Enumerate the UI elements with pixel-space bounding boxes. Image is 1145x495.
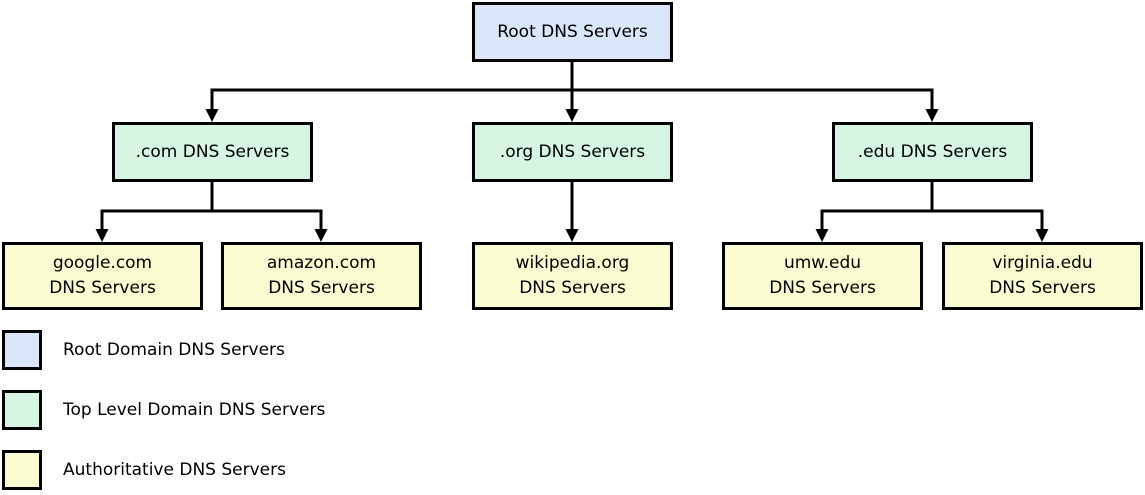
arrowhead-to-wikipedia <box>565 229 579 242</box>
connectors-com-to-authoritative <box>95 181 328 242</box>
arrowhead-to-com <box>205 109 219 122</box>
legend-row-root-domain: Root Domain DNS Servers <box>2 330 325 370</box>
connector-org-to-wikipedia <box>565 181 579 242</box>
node-amazon-dns-servers: amazon.com DNS Servers <box>221 242 422 310</box>
arrowhead-to-virginia <box>1035 229 1049 242</box>
connectors-root-to-tld <box>205 61 939 122</box>
arrowhead-to-umw <box>815 229 829 242</box>
legend-swatch-authoritative <box>2 450 42 490</box>
legend-swatch-top-level-domain <box>2 390 42 430</box>
legend-label-top-level-domain: Top Level Domain DNS Servers <box>63 400 326 420</box>
node-root-dns-servers: Root DNS Servers <box>472 2 673 62</box>
legend-label-root-domain: Root Domain DNS Servers <box>63 340 285 360</box>
legend: Root Domain DNS Servers Top Level Domain… <box>2 330 325 495</box>
connectors-edu-to-authoritative <box>815 181 1049 242</box>
node-edu-dns-servers: .edu DNS Servers <box>832 122 1033 182</box>
node-virginia-dns-servers: virginia.edu DNS Servers <box>942 242 1143 310</box>
legend-swatch-root-domain <box>2 330 42 370</box>
arrowhead-to-org <box>565 109 579 122</box>
node-com-dns-servers: .com DNS Servers <box>112 122 313 182</box>
arrowhead-to-google <box>95 229 109 242</box>
node-wikipedia-dns-servers: wikipedia.org DNS Servers <box>472 242 673 310</box>
arrowhead-to-amazon <box>314 229 328 242</box>
legend-label-authoritative: Authoritative DNS Servers <box>63 460 286 480</box>
node-google-dns-servers: google.com DNS Servers <box>2 242 203 310</box>
arrowhead-to-edu <box>925 109 939 122</box>
node-org-dns-servers: .org DNS Servers <box>472 122 673 182</box>
node-umw-dns-servers: umw.edu DNS Servers <box>722 242 923 310</box>
legend-row-authoritative: Authoritative DNS Servers <box>2 450 325 490</box>
legend-row-top-level-domain: Top Level Domain DNS Servers <box>2 390 325 430</box>
